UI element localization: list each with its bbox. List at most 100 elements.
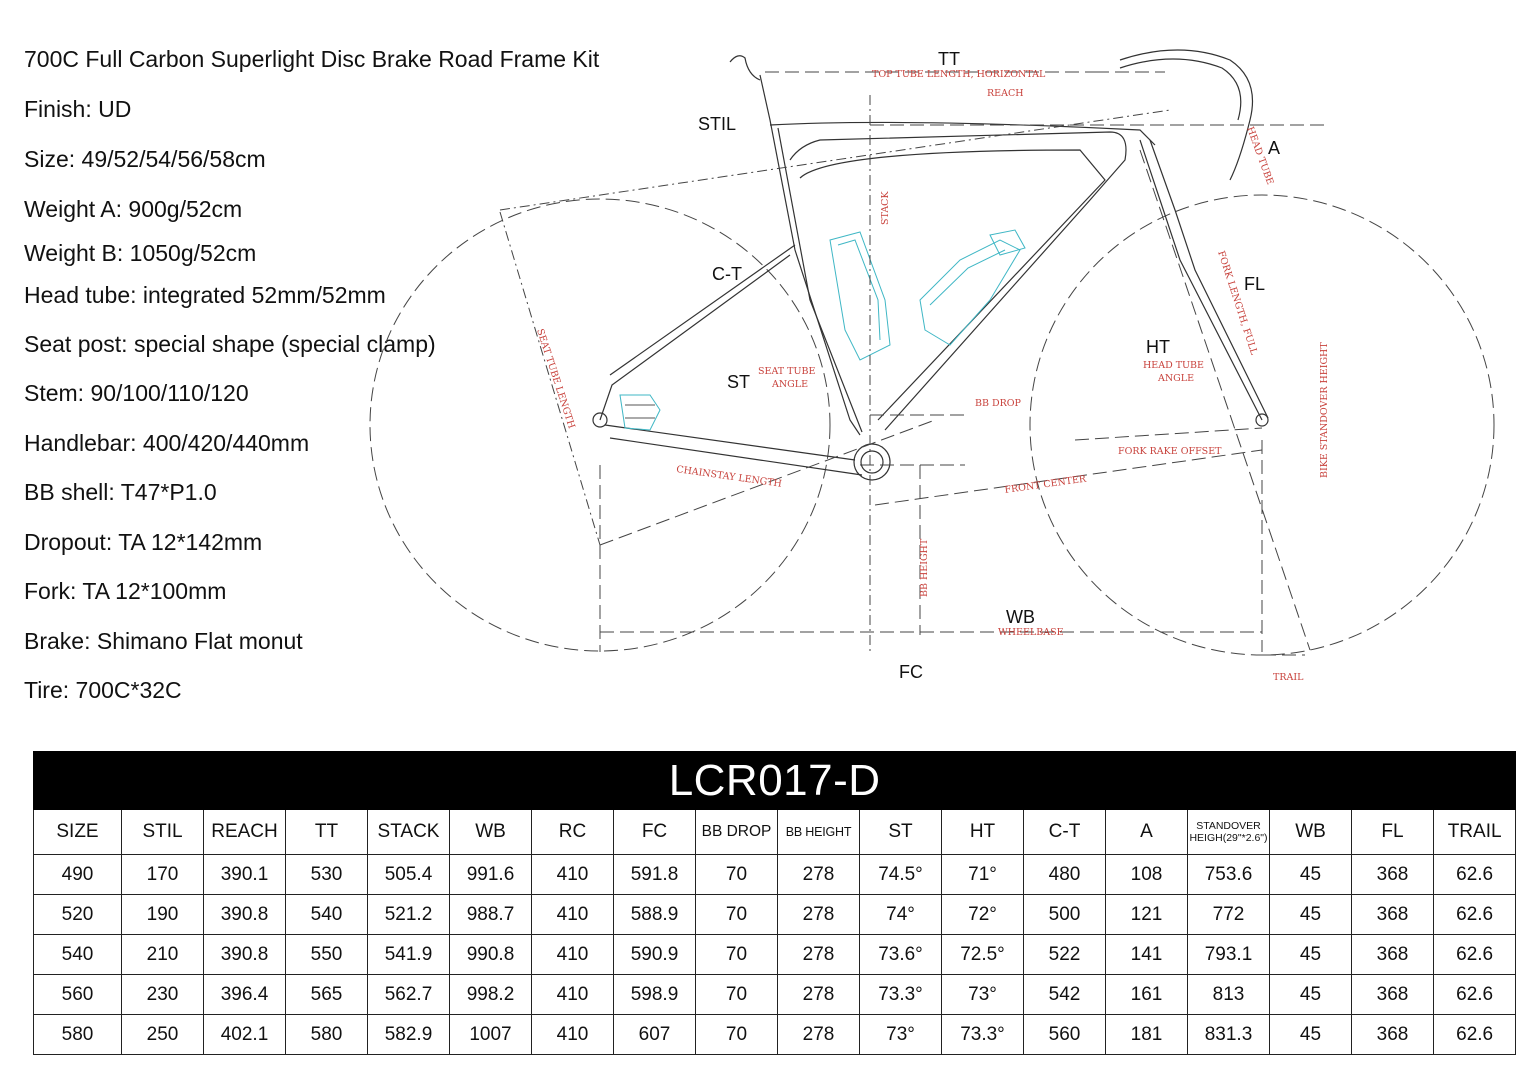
cell-stack: 562.7 [367,974,450,1015]
spec-head-tube: Head tube: integrated 52mm/52mm [24,282,386,308]
cell-standover: 831.3 [1187,1014,1270,1055]
spec-stem: Stem: 90/100/110/120 [24,380,249,406]
cell-wb: 1007 [449,1014,532,1055]
cell-size: 520 [33,894,122,935]
spec-bb-shell: BB shell: T47*P1.0 [24,479,217,505]
rear-brake-caliper [619,394,661,431]
cell-a: 108 [1105,854,1188,895]
cell-ht: 71° [941,854,1024,895]
cell-ct: 522 [1023,934,1106,975]
cell-tt: 530 [285,854,368,895]
spec-size: Size: 49/52/54/56/58cm [24,146,266,172]
dimension-lines [499,71,1325,656]
cell-stil: 190 [121,894,204,935]
table-title: LCR017-D [32,751,1517,810]
spec-dropout: Dropout: TA 12*142mm [24,529,263,555]
cell-bb-height: 278 [777,974,860,1015]
cell-fc: 588.9 [613,894,696,935]
header-wb-2: WB [1269,809,1352,855]
note-top-tube-length: TOP TUBE LENGTH, HORIZONTAL [872,69,1046,80]
cell-ct: 560 [1023,1014,1106,1055]
spec-seat-post: Seat post: special shape (special clamp) [24,331,436,357]
note-stack: STACK [880,191,891,225]
cell-ht: 73° [941,974,1024,1015]
cell-reach: 390.8 [203,934,286,975]
header-tt: TT [285,809,368,855]
label-wb: WB [1006,607,1035,627]
header-ct: C-T [1023,809,1106,855]
cell-wb: 990.8 [449,934,532,975]
frame-outline [592,49,1269,481]
cell-st: 74.5° [859,854,942,895]
cell-st: 73° [859,1014,942,1055]
cell-wb-2: 45 [1269,974,1352,1015]
cell-ht: 72° [941,894,1024,935]
cell-fl: 368 [1351,974,1434,1015]
cell-tt: 540 [285,894,368,935]
cell-ct: 480 [1023,854,1106,895]
spec-weight-b: Weight B: 1050g/52cm [24,240,257,266]
cell-wb-2: 45 [1269,894,1352,935]
spec-brake: Brake: Shimano Flat monut [24,628,303,654]
cell-a: 121 [1105,894,1188,935]
cell-rc: 410 [531,854,614,895]
cell-trail: 62.6 [1432,1014,1517,1055]
header-fl: FL [1351,809,1434,855]
cell-size: 490 [33,854,122,895]
cell-reach: 390.8 [203,894,286,935]
spec-fork: Fork: TA 12*100mm [24,578,227,604]
cell-size: 580 [33,1014,122,1055]
cell-st: 73.3° [859,974,942,1015]
table-header-row: SIZE STIL REACH TT STACK WB RC FC BB DRO… [33,809,1517,855]
cell-stil: 230 [121,974,204,1015]
cell-bb-height: 278 [777,934,860,975]
header-a: A [1105,809,1188,855]
cell-tt: 565 [285,974,368,1015]
note-trail: TRAIL [1273,672,1304,683]
note-fork-rake-offset: FORK RAKE OFFSET [1118,446,1222,457]
label-tt: TT [938,49,960,69]
note-bb-drop: BB DROP [975,398,1022,409]
geometry-table: LCR017-D SIZE STIL REACH TT STACK WB RC … [32,751,1517,1055]
cell-stack: 582.9 [367,1014,450,1055]
cell-wb-2: 45 [1269,854,1352,895]
header-bb-drop: BB DROP [695,809,778,855]
cell-rc: 410 [531,934,614,975]
spec-finish: Finish: UD [24,96,132,122]
spec-tire: Tire: 700C*32C [24,677,182,703]
label-st: ST [727,372,750,392]
cell-ct: 500 [1023,894,1106,935]
header-st: ST [859,809,942,855]
cell-standover: 793.1 [1187,934,1270,975]
cell-st: 74° [859,894,942,935]
cell-standover: 813 [1187,974,1270,1015]
cell-stack: 521.2 [367,894,450,935]
cell-bb-drop: 70 [695,934,778,975]
header-ht: HT [941,809,1024,855]
header-wb: WB [449,809,532,855]
cell-trail: 62.6 [1432,894,1517,935]
label-fl: FL [1244,274,1265,294]
header-trail: TRAIL [1432,809,1517,855]
header-reach: REACH [203,809,286,855]
label-fc: FC [899,662,923,682]
cell-fc: 591.8 [613,854,696,895]
cell-fl: 368 [1351,1014,1434,1055]
cell-wb: 998.2 [449,974,532,1015]
label-ct: C-T [712,264,742,284]
cell-size: 540 [33,934,122,975]
cell-rc: 410 [531,894,614,935]
bottle-cages [829,229,1026,361]
cell-tt: 580 [285,1014,368,1055]
cell-st: 73.6° [859,934,942,975]
header-stack: STACK [367,809,450,855]
cell-stil: 170 [121,854,204,895]
cell-wb: 991.6 [449,854,532,895]
cell-bb-drop: 70 [695,854,778,895]
cell-fc: 598.9 [613,974,696,1015]
